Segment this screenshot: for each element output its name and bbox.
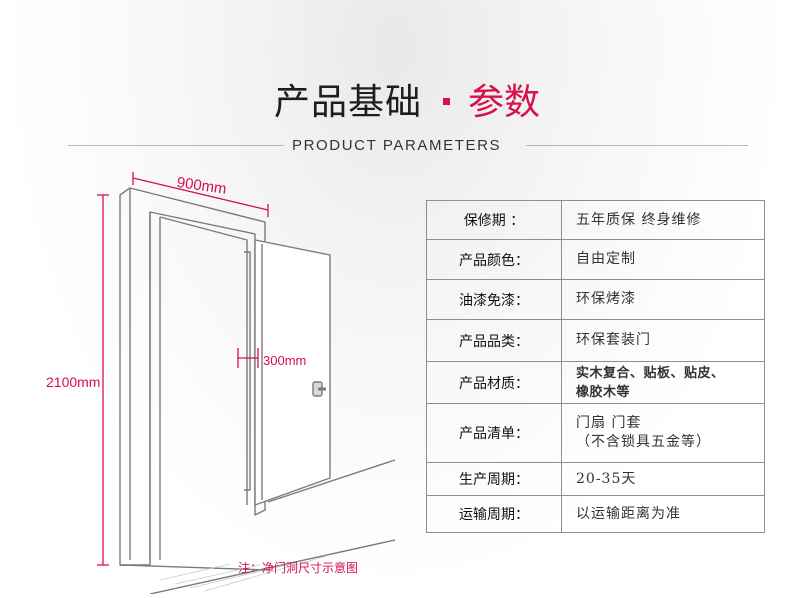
table-row: 产品品类： 环保套装门 [426, 319, 765, 362]
spec-key: 产品品类： [426, 319, 562, 362]
spec-value: 自由定制 [561, 239, 765, 280]
spec-key: 产品清单： [426, 403, 562, 463]
spec-value: 环保烤漆 [561, 279, 765, 320]
width-dim-line [132, 177, 269, 211]
spec-value: 以运输距离为准 [561, 495, 765, 533]
spec-key: 保修期 ： [426, 200, 562, 240]
table-row: 运输周期： 以运输距离为准 [426, 495, 765, 533]
wall-base-line [267, 459, 396, 503]
door-frame-outer [119, 187, 266, 566]
table-row: 生产周期： 20-35天 [426, 462, 765, 496]
spec-key: 生产周期： [426, 462, 562, 496]
table-row: 油漆免漆： 环保烤漆 [426, 279, 765, 320]
door-frame-inner [159, 216, 248, 505]
section-header: 产品基础 参数 [0, 78, 790, 128]
spec-key: 运输周期： [426, 495, 562, 533]
subtitle: PRODUCT PARAMETERS [292, 137, 502, 154]
subtitle-rule-left [68, 145, 284, 146]
spec-value: 实木复合、贴板、贴皮、 橡胶木等 [561, 361, 765, 404]
table-row: 产品清单： 门扇 门套 （不含锁具五金等） [426, 403, 765, 463]
table-row: 产品材质： 实木复合、贴板、贴皮、 橡胶木等 [426, 361, 765, 404]
spec-key: 油漆免漆： [426, 279, 562, 320]
spec-key: 产品颜色： [426, 239, 562, 280]
thickness-dimension-label: 300mm [263, 353, 307, 368]
spec-value: 门扇 门套 （不含锁具五金等） [561, 403, 765, 463]
door-leaf [254, 239, 331, 506]
title-main: 产品基础 [274, 82, 423, 123]
spec-table: 保修期 ： 五年质保 终身维修 产品颜色： 自由定制 油漆免漆： 环保烤漆 产品… [426, 200, 765, 533]
title-separator-dot [443, 98, 450, 105]
door-illustration [97, 172, 396, 595]
title-accent: 参数 [468, 82, 541, 123]
subtitle-rule-right [526, 145, 748, 146]
diagram-note: 注：净门洞尺寸示意图 [238, 561, 359, 575]
table-row: 产品颜色： 自由定制 [426, 239, 765, 280]
door-diagram: 900mm 2100mm 300mm 注：净门洞尺寸示意图 [0, 160, 400, 595]
height-dimension-label: 2100mm [46, 374, 101, 390]
floor-line [119, 564, 269, 571]
spec-value: 环保套装门 [561, 319, 765, 362]
spec-key: 产品材质： [426, 361, 562, 404]
spec-value: 五年质保 终身维修 [561, 200, 765, 240]
spec-value: 20-35天 [561, 462, 765, 496]
floor-edge-line [149, 539, 396, 595]
table-row: 保修期 ： 五年质保 终身维修 [426, 200, 765, 240]
